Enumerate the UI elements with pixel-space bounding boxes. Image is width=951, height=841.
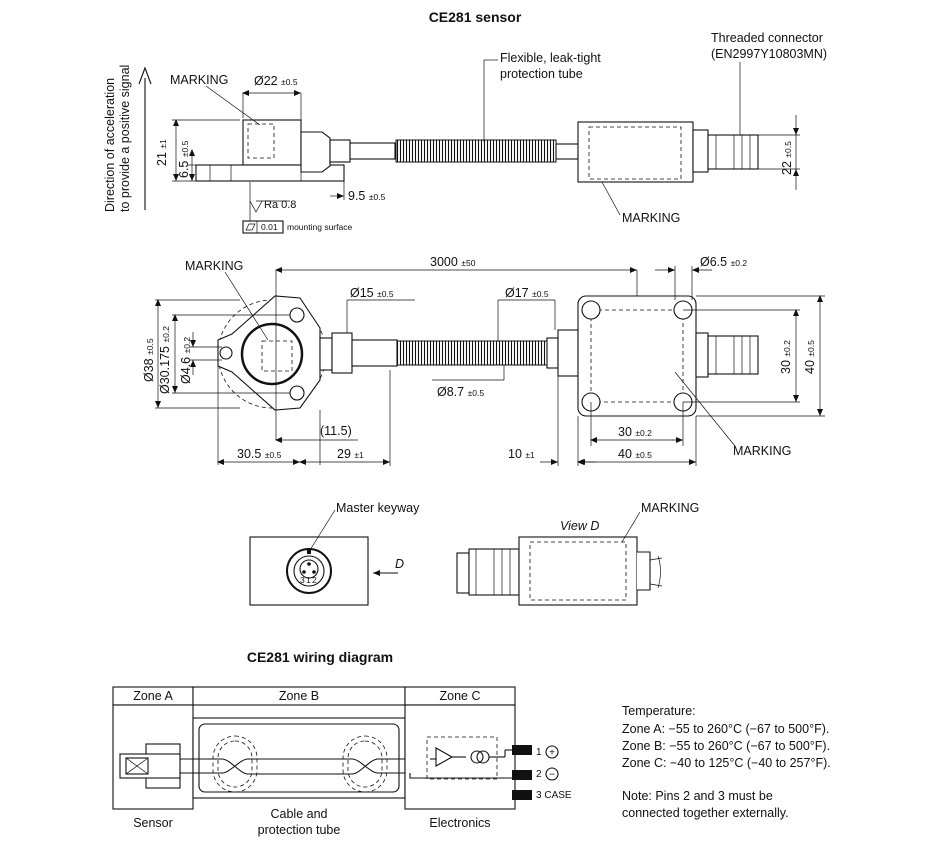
mounting-surface-label: mounting surface [287, 222, 352, 232]
zone-a-label: Zone A [133, 689, 173, 703]
dia38-label: Ø38 ±0.5 [142, 338, 156, 382]
pin-3 [512, 790, 532, 800]
marking-label-top-right: MARKING [733, 444, 791, 458]
dim21-label: 21 ±1 [155, 139, 169, 166]
dia8-7-label: Ø8.7 ±0.5 [437, 385, 484, 399]
temperature-zone-a: Zone A: −55 to 260°C (−67 to 500°F). [622, 722, 829, 736]
note-line1: Note: Pins 2 and 3 must be [622, 789, 773, 803]
pin-2 [512, 770, 532, 780]
dim10-label: 10 ±1 [508, 447, 535, 461]
dia22-label: Ø22 ±0.5 [254, 74, 298, 88]
flexible-tube-label-line2: protection tube [500, 67, 583, 81]
view-d-label: View D [560, 519, 599, 533]
wiring-diagram: Zone A Zone B Zone C [112, 686, 572, 837]
dia6-5-label: Ø6.5 ±0.2 [700, 255, 747, 269]
svg-text:2: 2 [536, 769, 542, 780]
ra-label: Ra 0.8 [264, 199, 296, 211]
protection-tube-top [396, 340, 548, 366]
sensor-body-side [242, 119, 302, 166]
electronics-housing-side [577, 121, 694, 183]
temperature-zone-c: Zone C: −40 to 125°C (−40 to 257°F). [622, 756, 831, 770]
flexible-tube-label-line1: Flexible, leak-tight [500, 51, 601, 65]
threaded-connector-top [707, 335, 759, 375]
threaded-connector-side [707, 134, 759, 170]
note-line2: connected together externally. [622, 806, 789, 820]
amplifier-symbol [435, 747, 454, 767]
dia4-6-label: Ø4.6 ±0.2 [179, 337, 193, 384]
dim11-5-label: (11.5) [320, 424, 352, 438]
side-view: Direction of acceleration to provide a p… [103, 31, 827, 234]
dia30-175-label: Ø30.175 ±0.2 [158, 326, 172, 394]
dim30-5-label: 30.5 ±0.5 [237, 447, 282, 461]
marking-label-side-right: MARKING [622, 211, 680, 225]
flatness-value: 0.01 [261, 222, 278, 232]
dim30-h-label: 30 ±0.2 [618, 425, 652, 439]
temperature-heading: Temperature: [622, 704, 696, 718]
electronics-label: Electronics [429, 816, 490, 830]
arrow-d-label: D [395, 557, 404, 571]
svg-text:+: + [549, 748, 555, 759]
protection-tube-side [395, 139, 557, 163]
electronics-module [426, 736, 498, 780]
signal-wire-top [180, 758, 430, 775]
dia15-label: Ø15 ±0.5 [350, 286, 394, 300]
dim40-h-label: 40 ±0.5 [618, 447, 652, 461]
cable-capsule-right [342, 735, 388, 793]
dia17-label: Ø17 ±0.5 [505, 286, 549, 300]
view-d-housing [518, 536, 638, 606]
direction-label-line2: to provide a positive signal [118, 65, 132, 212]
dim9-5-label: 9.5 ±0.5 [348, 189, 386, 203]
dim29-label: 29 ±1 [337, 447, 364, 461]
direction-label-line1: Direction of acceleration [103, 78, 117, 212]
pin3-label: 3 CASE [536, 790, 572, 801]
cable-capsule-left [212, 735, 258, 793]
temperature-zone-b: Zone B: −55 to 260°C (−67 to 500°F). [622, 739, 830, 753]
dim40-v-label: 40 ±0.5 [803, 340, 817, 374]
marking-label-view-d: MARKING [641, 501, 699, 515]
dim22-label: 22 ±0.5 [780, 141, 794, 175]
marking-label-top-left: MARKING [185, 259, 243, 273]
temperature-notes: Temperature: Zone A: −55 to 260°C (−67 t… [622, 704, 831, 820]
cable-label-line1: Cable and [271, 807, 328, 821]
master-keyway [307, 548, 311, 554]
dim6-5-label: 6.5 ±0.5 [177, 140, 191, 178]
threaded-connector-label-line1: Threaded connector [711, 31, 823, 45]
top-view: MARKING 3000 ±50 Ø6.5 ±0.2 Ø15 ±0.5 Ø17 … [142, 255, 825, 466]
zone-b-label: Zone B [279, 689, 319, 703]
connector-views: 3 1 2 Master keyway D View D MARKING [249, 501, 699, 606]
minus-circle [545, 767, 559, 781]
cable-label-line2: protection tube [258, 823, 341, 837]
length-3000-label: 3000 ±50 [430, 255, 476, 269]
signal-wire-bottom [180, 758, 410, 774]
sensor-title: CE281 sensor [429, 9, 522, 25]
pin1-marker: 1 [306, 575, 311, 585]
svg-text:−: − [549, 770, 555, 781]
sensor-label: Sensor [133, 816, 173, 830]
marking-label-side: MARKING [170, 73, 228, 87]
zone-c-label: Zone C [440, 689, 481, 703]
dim30-v-label: 30 ±0.2 [779, 340, 793, 374]
pin2-marker: 2 [312, 575, 317, 585]
svg-text:1: 1 [536, 747, 542, 758]
pin3-marker: 3 [300, 575, 305, 585]
pin-1 [512, 745, 532, 755]
master-keyway-label: Master keyway [336, 501, 420, 515]
plus-circle [545, 745, 559, 759]
threaded-connector-label-line2: (EN2997Y10803MN) [711, 47, 827, 61]
wiring-title: CE281 wiring diagram [247, 649, 393, 665]
roughness-symbol [249, 200, 263, 213]
